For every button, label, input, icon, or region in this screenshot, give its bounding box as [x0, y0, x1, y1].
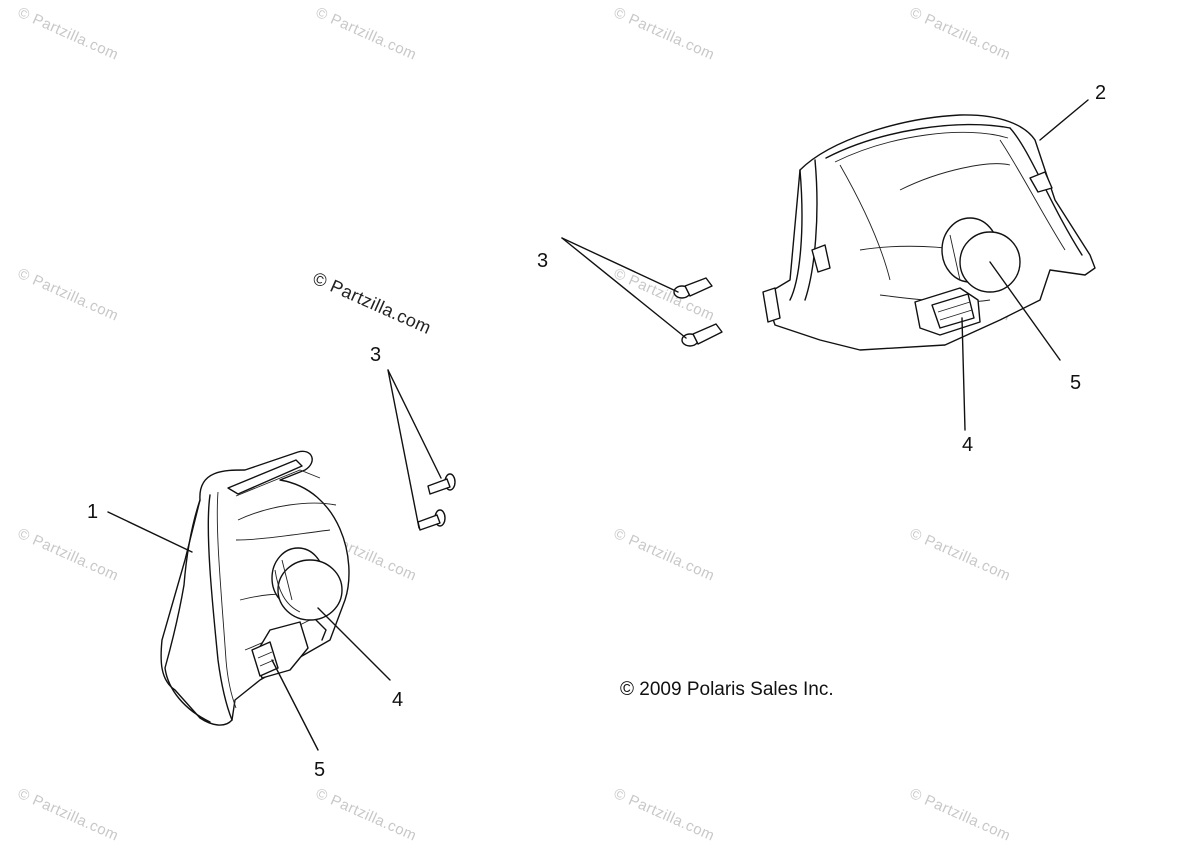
- right-screws: [673, 277, 723, 347]
- callout-4-left: 4: [392, 689, 404, 711]
- right-headlight-assembly: [762, 114, 1096, 351]
- callout-1: 1: [87, 501, 99, 523]
- callout-3-left: 3: [370, 344, 382, 366]
- callout-2: 2: [1095, 82, 1107, 104]
- leader-lines: [107, 99, 1089, 751]
- callout-5-right: 5: [1070, 372, 1082, 394]
- left-headlight-assembly: [160, 450, 350, 726]
- copyright-notice: © 2009 Polaris Sales Inc.: [620, 679, 834, 700]
- callout-5-left: 5: [314, 759, 326, 781]
- callout-3-right: 3: [537, 250, 549, 272]
- left-screws: [417, 473, 456, 531]
- callout-4-right: 4: [962, 434, 974, 456]
